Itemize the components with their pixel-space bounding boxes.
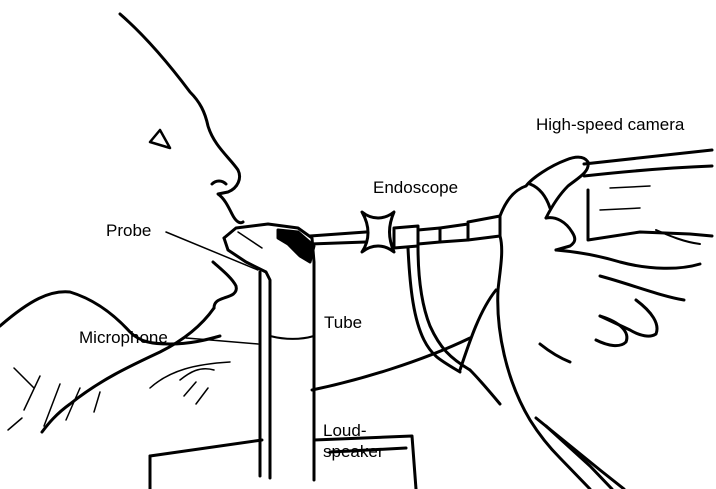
loudspeaker-label-line1: Loud- bbox=[323, 421, 366, 440]
endoscope-label: Endoscope bbox=[373, 178, 458, 197]
loudspeaker-label-line2: speaker bbox=[323, 442, 383, 461]
microphone-label: Microphone bbox=[79, 328, 168, 347]
cable bbox=[312, 338, 624, 489]
tube-label: Tube bbox=[324, 313, 362, 332]
probe-leader bbox=[166, 232, 258, 270]
high-speed-camera bbox=[584, 150, 712, 244]
endoscope bbox=[310, 212, 500, 372]
hands bbox=[460, 157, 700, 489]
leader-lines bbox=[166, 232, 258, 344]
tube-assembly bbox=[224, 224, 314, 480]
probe-label: Probe bbox=[106, 221, 151, 240]
high-speed-camera-label: High-speed camera bbox=[536, 115, 684, 134]
